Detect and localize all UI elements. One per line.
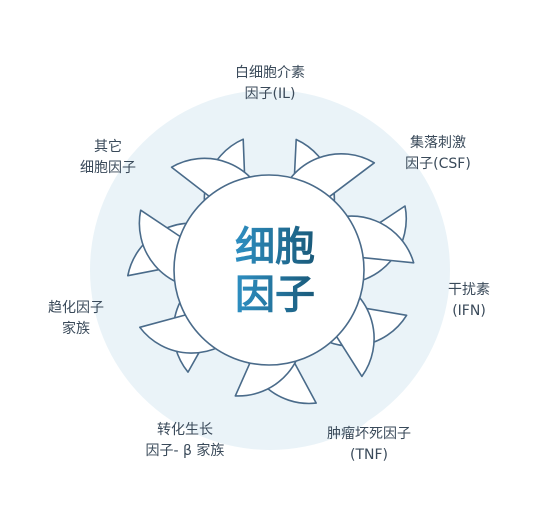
petal-label-line2: (IFN) bbox=[452, 303, 486, 319]
petal-label-line2: 因子- β 家族 bbox=[146, 442, 225, 459]
petal-label-line2: 因子(CSF) bbox=[405, 156, 471, 172]
center-circle bbox=[173, 174, 365, 366]
center-title-line2: 因子 bbox=[235, 272, 315, 318]
petal-label-line2: (TNF) bbox=[350, 447, 388, 463]
petal-label-line2: 因子(IL) bbox=[245, 86, 296, 102]
petal-label-line1: 其它 bbox=[94, 138, 122, 155]
petal-label-line1: 白细胞介素 bbox=[235, 65, 305, 81]
center-title-line1: 细胞 bbox=[235, 224, 315, 270]
petal-label-line1: 肿瘤坏死因子 bbox=[327, 425, 411, 442]
center-hub: 细胞 因子 bbox=[173, 174, 365, 366]
petal-label-line1: 趋化因子 bbox=[48, 300, 104, 316]
petal-label-line2: 家族 bbox=[62, 320, 90, 337]
petal-label-line1: 干扰素 bbox=[448, 282, 490, 298]
petal-label-line1: 转化生长 bbox=[157, 422, 213, 438]
petal-label-line2: 细胞因子 bbox=[80, 160, 136, 176]
petal-label-line1: 集落刺激 bbox=[410, 134, 466, 151]
